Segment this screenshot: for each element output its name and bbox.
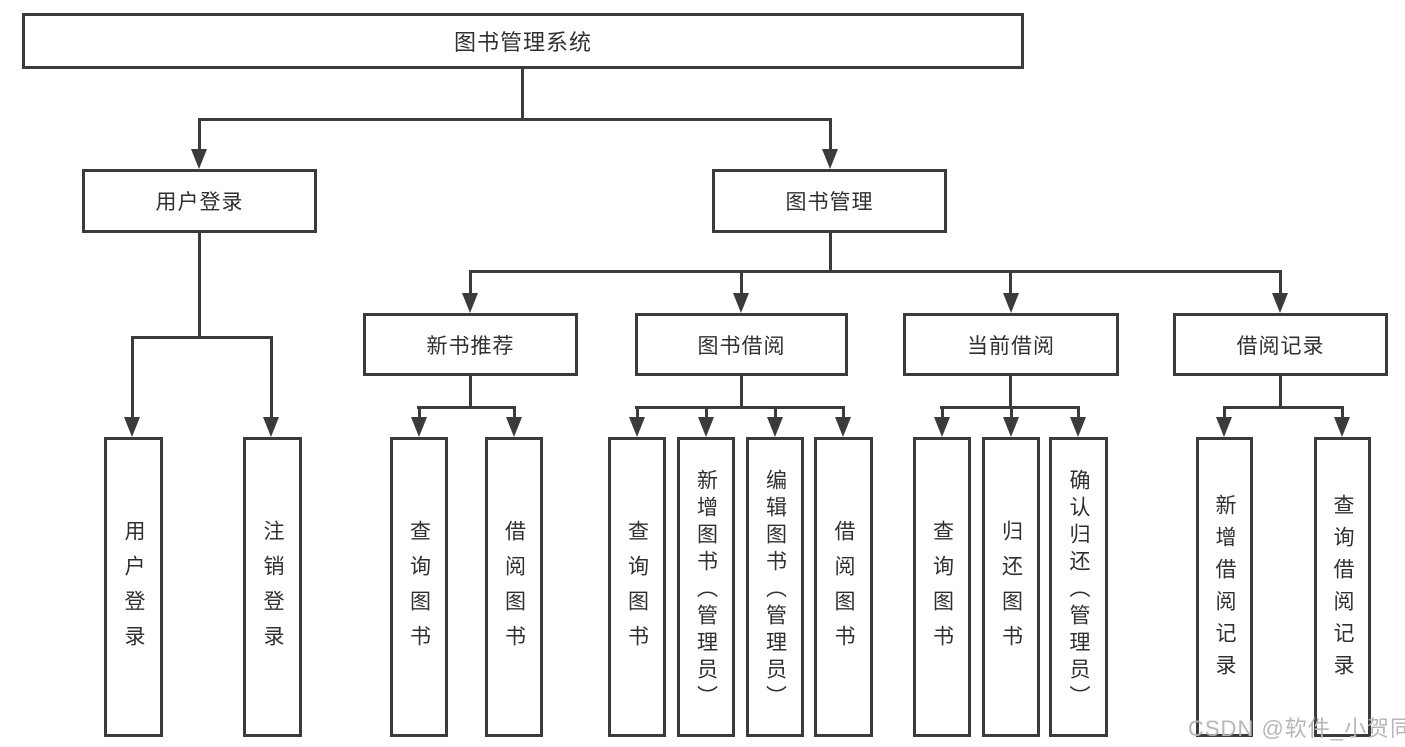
connector-borrow-record-stem [1279, 376, 1282, 409]
node-label: 注销登录 [261, 520, 284, 660]
node-leaf-borrow-books-recommend: 借阅图书 [485, 437, 543, 737]
node-label: 借阅图书 [502, 520, 526, 660]
connector-stem [842, 406, 845, 419]
node-leaf-logout: 注销登录 [243, 437, 302, 737]
arrow-down-icon [1216, 417, 1232, 437]
connector-root-stem [521, 69, 524, 119]
arrow-down-icon [263, 417, 279, 437]
node-label: 查询图书 [625, 520, 649, 660]
node-leaf-borrow-books: 借阅图书 [814, 437, 873, 737]
node-label: 归还图书 [999, 520, 1023, 660]
connector-root-hbar [198, 118, 832, 121]
connector-book-borrow-stem [740, 376, 743, 409]
connector-stem [1077, 406, 1080, 419]
node-label: 借阅记录 [1236, 334, 1325, 358]
connector-current-borrow-stem [1009, 376, 1012, 409]
arrow-down-icon [767, 417, 783, 437]
node-label: 查询图书 [930, 520, 954, 660]
node-label: 新增图书（管理员） [694, 468, 718, 712]
node-leaf-query-books-borrow: 查询图书 [608, 437, 666, 737]
node-current-borrow: 当前借阅 [903, 313, 1119, 376]
arrow-down-icon [1003, 293, 1019, 313]
connector-stem [774, 406, 777, 419]
connector-new-book-stem [469, 376, 472, 409]
node-leaf-confirm-return-admin: 确认归还（管理员） [1049, 437, 1108, 737]
node-label: 当前借阅 [967, 334, 1055, 358]
connector-stem [418, 406, 421, 419]
connector-borrow-record-hbar [1223, 406, 1344, 409]
connector-stem [705, 406, 708, 419]
node-label: 确认归还（管理员） [1067, 468, 1090, 712]
connector-stem [1010, 406, 1013, 419]
node-leaf-add-borrow-record: 新增借阅记录 [1196, 437, 1253, 737]
node-label: 新书推荐 [426, 334, 515, 358]
arrow-down-icon [1272, 293, 1288, 313]
arrow-down-icon [411, 417, 427, 437]
node-leaf-edit-books-admin: 编辑图书（管理员） [746, 437, 804, 737]
connector-book-borrow-hbar [635, 406, 845, 409]
node-book-management: 图书管理 [712, 169, 947, 233]
arrow-down-icon [124, 417, 140, 437]
node-leaf-query-books-recommend: 查询图书 [390, 437, 448, 737]
node-label: 用户登录 [155, 191, 244, 214]
connector-stem [941, 406, 944, 419]
node-borrow-record: 借阅记录 [1173, 313, 1388, 376]
connector-stem-user-login [198, 118, 201, 151]
arrow-down-icon [698, 417, 714, 437]
connector-stem-book-management [829, 118, 832, 151]
node-label: 图书借阅 [697, 334, 786, 358]
node-label: 查询借阅记录 [1331, 494, 1354, 686]
arrow-down-icon [506, 417, 522, 437]
connector-stem [1223, 406, 1226, 419]
connector-stem [513, 406, 516, 419]
connector-stem [131, 336, 134, 418]
connector-stem [636, 406, 639, 419]
arrow-down-icon [822, 149, 838, 169]
arrow-down-icon [835, 417, 851, 437]
connector-stem [1009, 270, 1012, 294]
node-root: 图书管理系统 [22, 13, 1024, 69]
node-label: 编辑图书（管理员） [763, 468, 787, 712]
node-leaf-user-login: 用户登录 [104, 437, 163, 737]
arrow-down-icon [1334, 417, 1350, 437]
arrow-down-icon [191, 149, 207, 169]
node-new-book-recommend: 新书推荐 [363, 313, 578, 376]
node-label: 查询图书 [407, 520, 431, 660]
connector-stem [469, 270, 472, 294]
connector-stem [740, 270, 743, 294]
node-book-borrow: 图书借阅 [635, 313, 848, 376]
node-user-login: 用户登录 [82, 169, 317, 233]
connector-stem [1279, 270, 1282, 294]
node-label: 新增借阅记录 [1213, 494, 1236, 686]
connector-new-book-hbar [417, 406, 515, 409]
node-leaf-query-books-current: 查询图书 [913, 437, 971, 737]
connector-stem [1341, 406, 1344, 419]
arrow-down-icon [1003, 417, 1019, 437]
connector-stem [270, 336, 273, 418]
node-label: 图书管理系统 [453, 30, 592, 55]
connector-book-management-stem [829, 233, 832, 273]
node-label: 借阅图书 [832, 520, 855, 660]
arrow-down-icon [462, 293, 478, 313]
arrow-down-icon [1070, 417, 1086, 437]
node-leaf-query-borrow-record: 查询借阅记录 [1314, 437, 1371, 737]
connector-user-login-hbar [131, 336, 273, 339]
node-leaf-return-books: 归还图书 [982, 437, 1040, 737]
arrow-down-icon [934, 417, 950, 437]
csdn-watermark: CSDN @软件_小贺同学 [1188, 716, 1405, 741]
connector-level2-hbar [469, 270, 1282, 273]
node-label: 用户登录 [122, 520, 145, 660]
arrow-down-icon [629, 417, 645, 437]
node-label: 图书管理 [785, 191, 874, 214]
arrow-down-icon [733, 293, 749, 313]
connector-user-login-stem [198, 233, 201, 339]
node-leaf-add-books-admin: 新增图书（管理员） [677, 437, 735, 737]
